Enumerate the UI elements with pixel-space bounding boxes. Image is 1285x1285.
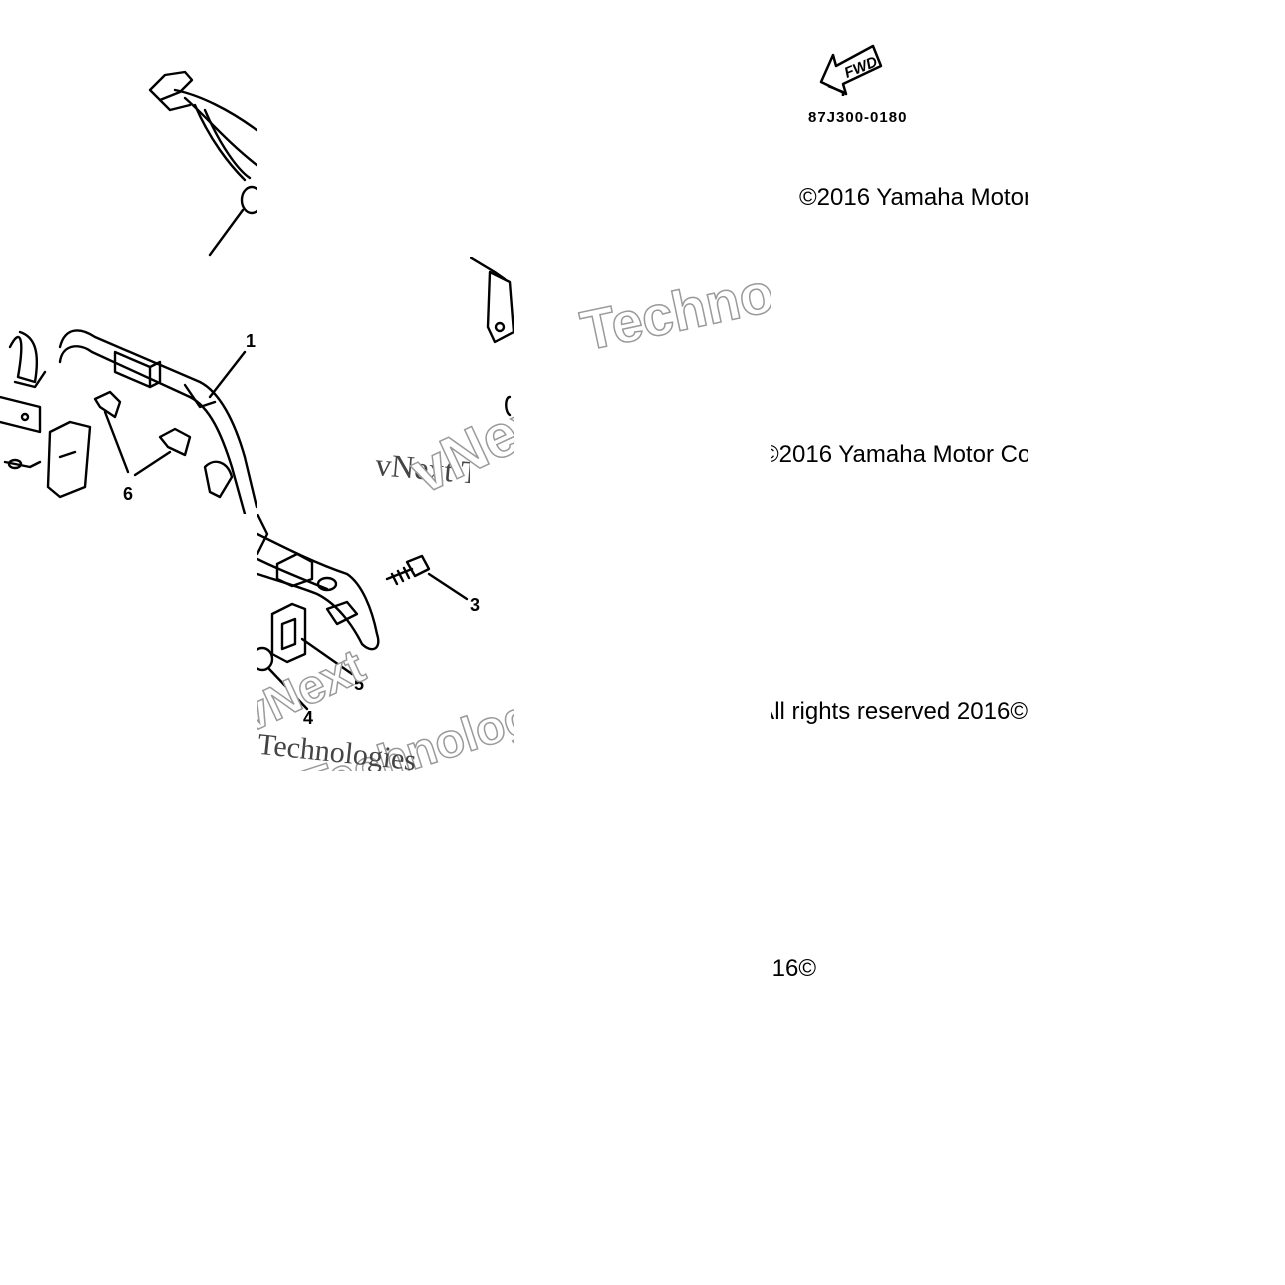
copyright-fragment-3: ©2016 Yamaha Motor Corporation, U.S.A. A…	[771, 698, 1028, 725]
hook-left	[8, 330, 39, 384]
rail-end-cap	[148, 70, 194, 102]
leader-line-4	[267, 667, 309, 711]
callout-5: 5	[354, 674, 365, 694]
drawing-code: 87J300-0180	[808, 109, 908, 126]
nut-4	[257, 646, 274, 672]
frame-top-rail	[58, 329, 257, 509]
bracket-frame-drawing	[0, 329, 257, 514]
diagram-tile-r1c3	[257, 0, 514, 257]
leader-line-1	[208, 208, 245, 257]
side-plate	[0, 395, 42, 434]
diagram-tile-r2c3	[514, 257, 771, 514]
diagram-tile-r3c2: 3 5 4 vNext Technologies Technologies	[257, 514, 514, 771]
diagram-tile-r4c4: ©2016 Yamaha Motor Corporation, U.S.A. A…	[771, 771, 1028, 1028]
callout-3: 3	[470, 595, 481, 615]
bracket-plate	[325, 600, 359, 626]
diagram-tile-r1c2: 2	[0, 0, 257, 257]
leader-line-3	[427, 572, 469, 601]
leader-line-5	[300, 637, 354, 676]
diagram-tile-r2c2-detail	[470, 257, 514, 514]
watermark-outline: Technologies	[575, 257, 771, 363]
diagram-tile-r2c1: 6 1	[0, 257, 257, 514]
diagram-tile-r3c4: ©2016 Yamaha Motor Corporation, U.S.A. A…	[771, 514, 1028, 771]
diagram-tile-r2c3-text: Technologies	[514, 514, 771, 544]
copyright-fragment-1: ©2016 Yamaha Motor Corporation, U.S.A. A…	[799, 184, 1028, 211]
callout-6: 6	[123, 484, 134, 504]
hook-right	[203, 460, 234, 499]
bracket-detail-drawing	[470, 257, 514, 417]
rail-upper	[173, 88, 257, 132]
bracket-plate	[486, 270, 514, 344]
frame-lower-rail	[257, 532, 380, 651]
nut-shape	[240, 185, 257, 215]
bolt-left	[3, 460, 42, 469]
copyright-fragment-4: ©2016 Yamaha Motor Corporation, U.S.A. A…	[771, 955, 816, 982]
watermark-outline: vNext	[400, 376, 514, 507]
callout-4: 4	[303, 708, 314, 728]
fwd-arrow-label: FWD	[842, 53, 880, 82]
bracket-top-drawing	[148, 70, 257, 257]
diagram-tile-r2c4: ©2016 Yamaha Motor Corporation, U.S.A. A…	[771, 257, 1028, 514]
clamp-5	[270, 602, 307, 664]
fwd-arrow-icon: FWD	[819, 44, 883, 96]
rail-lower	[183, 96, 257, 167]
diagram-tile-r2c2-wm: vNext Technologies	[257, 257, 514, 514]
hanging-bracket	[46, 420, 92, 499]
rail-stay	[193, 103, 247, 182]
clamp-block	[275, 552, 314, 588]
leader-line-6b	[133, 450, 172, 477]
callout-1: 1	[246, 331, 257, 351]
bracket-lower-drawing	[257, 514, 469, 711]
copyright-fragment-2: ©2016 Yamaha Motor Corporation, U.S.A. A…	[771, 441, 1028, 468]
diagram-tile-r1c4: FWD 87J300-0180 ©2016 Yamaha Motor Corpo…	[771, 0, 1028, 257]
leader-line-6a	[103, 410, 130, 474]
clip-shape	[93, 390, 122, 419]
diagram-tile-r2c3-wm: Technologies	[514, 257, 771, 514]
watermark-outline: Technologies	[455, 429, 514, 514]
leader-line-1	[208, 350, 247, 399]
clip-shape	[158, 427, 192, 457]
